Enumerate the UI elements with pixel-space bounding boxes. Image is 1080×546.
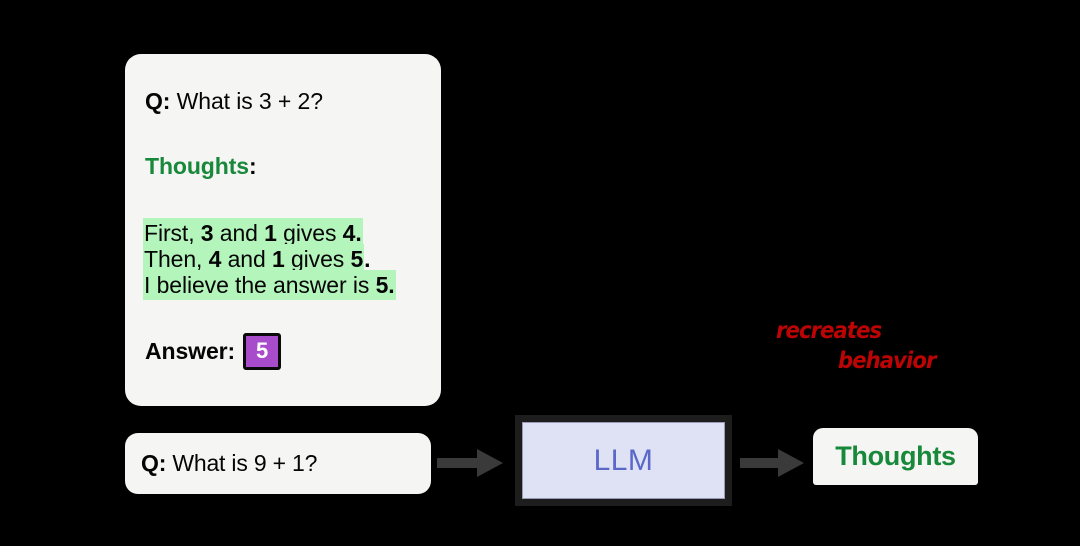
- answer-badge: 5: [243, 333, 282, 370]
- arrow-right-icon: [437, 449, 503, 477]
- thought-seg: 3: [200, 220, 214, 246]
- answer-label: Answer:: [145, 338, 236, 364]
- thought-line: First, 3 and 1 gives 4.: [143, 218, 423, 248]
- thought-seg: gives: [276, 220, 343, 246]
- exemplar-question-prefix: Q:: [145, 88, 171, 114]
- llm-label: LLM: [593, 443, 654, 477]
- thought-seg: Then,: [144, 246, 209, 272]
- thought-seg: First,: [144, 220, 201, 246]
- thought-line-highlight: I believe the answer is 5.: [143, 270, 396, 300]
- thoughts-heading-colon: :: [248, 153, 257, 179]
- thought-seg: 5.: [375, 272, 395, 298]
- exemplar-answer-row: Answer: 5: [145, 333, 423, 370]
- query-prefix: Q:: [141, 450, 167, 476]
- exemplar-question-line: Q: What is 3 + 2?: [145, 90, 423, 113]
- exemplar-thoughts-heading: Thoughts:: [145, 155, 423, 178]
- thought-line-highlight: Then, 4 and 1 gives 5: [143, 244, 365, 274]
- query-body: What is 9 + 1?: [172, 450, 318, 476]
- thought-seg: and: [213, 220, 265, 246]
- thought-seg: 4: [208, 246, 222, 272]
- exemplar-thought-lines: First, 3 and 1 gives 4. Then, 4 and 1 gi…: [143, 218, 423, 300]
- output-thoughts-card: Thoughts: [813, 428, 978, 485]
- llm-node-inner: LLM: [522, 422, 725, 499]
- thought-seg: 1: [271, 246, 285, 272]
- thought-seg: 5: [350, 246, 364, 272]
- thought-line: I believe the answer is 5.: [143, 270, 423, 300]
- llm-node: LLM: [515, 415, 732, 506]
- query-text: Q: What is 9 + 1?: [141, 450, 317, 477]
- thought-seg: and: [221, 246, 272, 272]
- thought-line-highlight: First, 3 and 1 gives 4.: [143, 218, 363, 248]
- thought-seg: gives: [284, 246, 351, 272]
- annotation-line-recreates: recreates: [776, 318, 882, 344]
- thoughts-heading-label: Thoughts: [145, 153, 249, 179]
- thought-seg: 4.: [342, 220, 362, 246]
- annotation-line-behavior: behavior: [838, 348, 936, 374]
- arrow-right-icon: [740, 449, 804, 477]
- exemplar-prompt-card: Q: What is 3 + 2? Thoughts: First, 3 and…: [125, 54, 441, 406]
- thought-seg: 1: [264, 220, 277, 246]
- query-input-card: Q: What is 9 + 1?: [125, 433, 431, 494]
- thought-line: Then, 4 and 1 gives 5.: [143, 244, 423, 274]
- output-thoughts-label: Thoughts: [835, 441, 956, 471]
- thought-line-trailing: .: [364, 246, 371, 272]
- thought-seg: I believe the answer is: [144, 272, 376, 298]
- exemplar-question-body: What is 3 + 2?: [176, 88, 323, 114]
